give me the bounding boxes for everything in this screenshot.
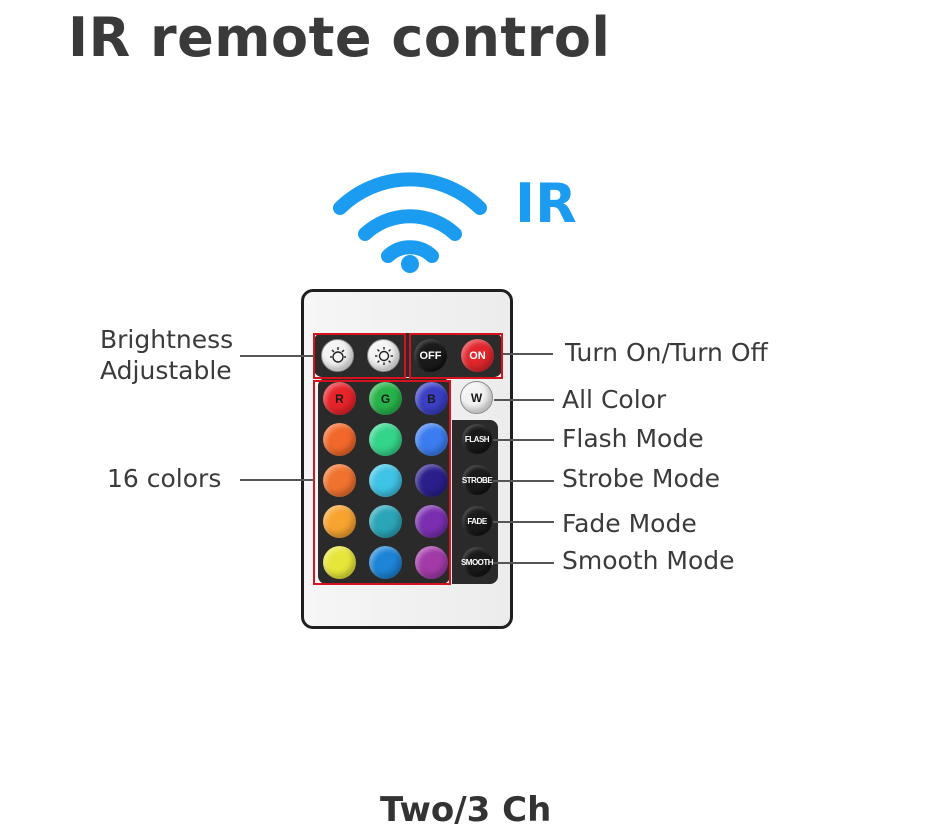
power-highlight <box>409 333 503 379</box>
color-button-r4-c1[interactable] <box>323 505 356 538</box>
white-button[interactable]: W <box>460 381 493 414</box>
color-button-r5-c1[interactable] <box>323 546 356 579</box>
power-leader <box>503 353 553 355</box>
on-button[interactable]: ON <box>461 339 494 372</box>
smooth-label: Smooth Mode <box>562 546 735 575</box>
flash-label: Flash Mode <box>562 424 704 453</box>
color-button-r1-c1[interactable]: R <box>323 382 356 415</box>
color-button-r5-c3[interactable] <box>415 546 448 579</box>
brightness-leader <box>240 355 314 357</box>
brightness-down-icon <box>329 346 346 363</box>
brightness-up-button[interactable] <box>367 339 400 372</box>
brightness-label-line2: Adjustable <box>100 356 232 385</box>
bottom-cut-text: Two/3 Ch <box>380 790 552 830</box>
color-button-r2-c2[interactable] <box>369 423 402 456</box>
fade-button[interactable]: FADE <box>462 506 492 536</box>
flash-button[interactable]: FLASH <box>462 424 492 454</box>
smooth-button[interactable]: SMOOTH <box>461 547 494 577</box>
color-button-r5-c2[interactable] <box>369 546 402 579</box>
wifi-signal-icon <box>333 172 487 273</box>
color-button-r1-c3[interactable]: B <box>415 382 448 415</box>
color-button-r1-c2[interactable]: G <box>369 382 402 415</box>
brightness-label-line1: Brightness <box>100 325 234 354</box>
color-button-r2-c3[interactable] <box>415 423 448 456</box>
brightness-highlight <box>313 333 406 379</box>
color-button-r2-c1[interactable] <box>323 423 356 456</box>
strobe-button[interactable]: STROBE <box>462 465 493 495</box>
fade-leader <box>493 521 554 523</box>
flash-leader <box>493 439 554 441</box>
page-title: IR remote control <box>68 6 611 69</box>
color-button-r3-c1[interactable] <box>323 464 356 497</box>
colors-highlight <box>313 380 451 585</box>
color-button-r3-c3[interactable] <box>415 464 448 497</box>
strobe-label: Strobe Mode <box>562 464 721 493</box>
color-button-r4-c2[interactable] <box>369 505 402 538</box>
colors-leader <box>240 479 314 481</box>
color-button-r3-c2[interactable] <box>369 464 402 497</box>
smooth-leader <box>493 562 554 564</box>
all-color-leader <box>494 399 554 401</box>
colors-label: 16 colors <box>107 464 222 493</box>
off-button[interactable]: OFF <box>414 339 447 372</box>
strobe-leader <box>493 480 554 482</box>
brightness-up-icon <box>374 346 393 365</box>
all-color-label: All Color <box>562 385 667 414</box>
on-off-label: Turn On/Turn Off <box>565 338 768 367</box>
color-button-r4-c3[interactable] <box>415 505 448 538</box>
ir-label: IR <box>515 172 577 235</box>
fade-label: Fade Mode <box>562 509 697 538</box>
brightness-down-button[interactable] <box>321 339 354 372</box>
